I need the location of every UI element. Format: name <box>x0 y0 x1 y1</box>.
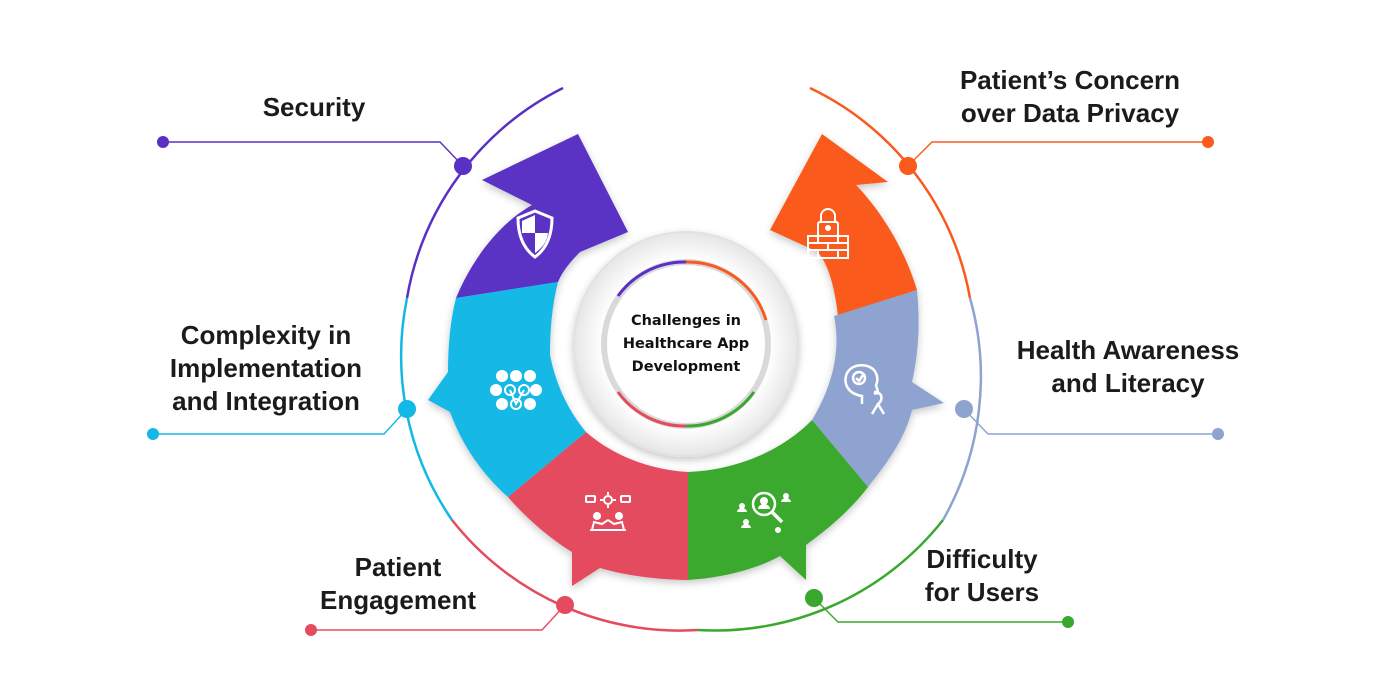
label-complexity: Complexity in Implementation and Integra… <box>169 320 363 416</box>
segment-engagement <box>508 432 688 586</box>
center-title-line-3: Development <box>631 359 741 375</box>
connector-health <box>963 408 1218 435</box>
label-engagement: Patient Engagement <box>319 552 477 615</box>
connector-security <box>163 141 464 167</box>
user-search-icon <box>737 491 791 533</box>
segment-security <box>456 134 628 298</box>
label-difficulty: Difficulty for Users <box>924 544 1040 607</box>
people-meeting-icon <box>585 492 631 531</box>
head-ribbon-icon <box>844 363 886 415</box>
dot-difficulty-end <box>1062 616 1074 628</box>
connector-privacy <box>907 141 1208 167</box>
dot-privacy-ring <box>899 157 917 175</box>
dot-security-end <box>157 136 169 148</box>
shield-icon <box>516 209 554 259</box>
outer-arc-privacy <box>809 86 972 299</box>
label-data-privacy: Patient’s Concern over Data Privacy <box>959 65 1181 128</box>
dot-health-ring <box>955 400 973 418</box>
lock-wall-icon <box>807 208 849 259</box>
outer-arc-difficulty <box>697 519 944 632</box>
dot-health-end <box>1212 428 1224 440</box>
outer-arc-health <box>941 297 983 521</box>
dot-difficulty-ring <box>805 589 823 607</box>
center-title-line-2: Healthcare App <box>622 336 750 352</box>
dot-complexity-ring <box>398 400 416 418</box>
segment-difficulty <box>688 420 868 580</box>
segment-complexity <box>428 282 586 497</box>
center-title-line-1: Challenges in <box>630 313 742 329</box>
hexagon-network-icon <box>490 370 542 410</box>
connector-engagement <box>311 604 566 631</box>
center-accent-bottom-left <box>616 391 687 428</box>
connector-complexity <box>153 408 408 435</box>
label-security: Security <box>262 92 366 122</box>
center-disc <box>608 266 764 422</box>
segment-data-privacy <box>770 134 917 316</box>
center-title: Challenges in Healthcare App Development <box>606 310 766 379</box>
label-health-awareness: Health Awareness and Literacy <box>1016 335 1240 398</box>
center-accent-bottom <box>685 391 756 428</box>
center-accent-right <box>685 260 768 321</box>
dot-privacy-end <box>1202 136 1214 148</box>
dot-engagement-end <box>305 624 317 636</box>
connector-difficulty <box>813 597 1068 623</box>
dot-engagement-ring <box>556 596 574 614</box>
dot-complexity-end <box>147 428 159 440</box>
center-accent-top <box>616 260 687 297</box>
dot-security-ring <box>454 157 472 175</box>
